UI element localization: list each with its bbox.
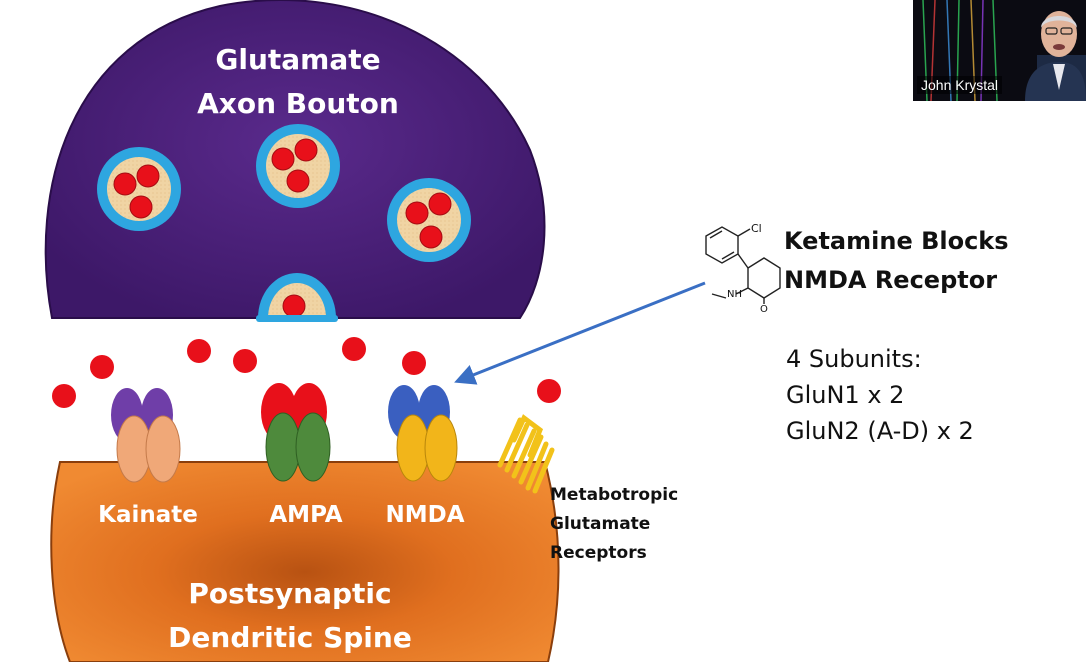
subunits-heading: 4 Subunits: [786,345,922,373]
subunits-text: 4 Subunits: GluN1 x 2 GluN2 (A-D) x 2 [786,341,974,449]
spine-title-line1: Postsynaptic [188,577,392,610]
presenter-video[interactable]: John Krystal [913,0,1086,101]
molecule-o: O [760,304,768,315]
metabotropic-line1: Metabotropic [550,485,679,505]
molecule-cl: Cl [751,222,762,235]
presenter-name: John Krystal [917,76,1003,94]
vesicle [256,124,340,208]
molecule-nh: NH [727,289,742,300]
ketamine-molecule [705,226,781,304]
metabotropic-label: Metabotropic Glutamate Receptors [550,481,678,568]
ampa-label: AMPA [269,502,343,528]
postsynaptic-spine [50,461,560,662]
bouton-title: Glutamate Axon Bouton [168,38,428,126]
metabotropic-line3: Receptors [550,543,647,563]
subunits-line2: GluN2 (A-D) x 2 [786,417,974,445]
ketamine-title-line2: NMDA Receptor [784,266,998,294]
glutamate-molecules [52,337,561,408]
kainate-label: Kainate [98,502,198,528]
ampa-receptor [261,383,331,482]
bouton-title-line1: Glutamate [215,43,381,76]
spine-title-line2: Dendritic Spine [168,621,412,654]
vesicle [97,147,181,231]
ketamine-title: Ketamine Blocks NMDA Receptor [784,222,1009,300]
kainate-receptor [111,388,181,483]
metabotropic-line2: Glutamate [550,514,651,534]
bouton-title-line2: Axon Bouton [197,87,399,120]
spine-title: Postsynaptic Dendritic Spine [150,572,430,660]
vesicle [387,178,471,262]
nmda-receptor [388,385,458,482]
fusing-vesicle [256,273,338,322]
subunits-line1: GluN1 x 2 [786,381,905,409]
nmda-label: NMDA [385,502,465,528]
ketamine-arrow [454,281,706,385]
ketamine-title-line1: Ketamine Blocks [784,227,1009,255]
metabotropic-receptor [497,414,555,494]
